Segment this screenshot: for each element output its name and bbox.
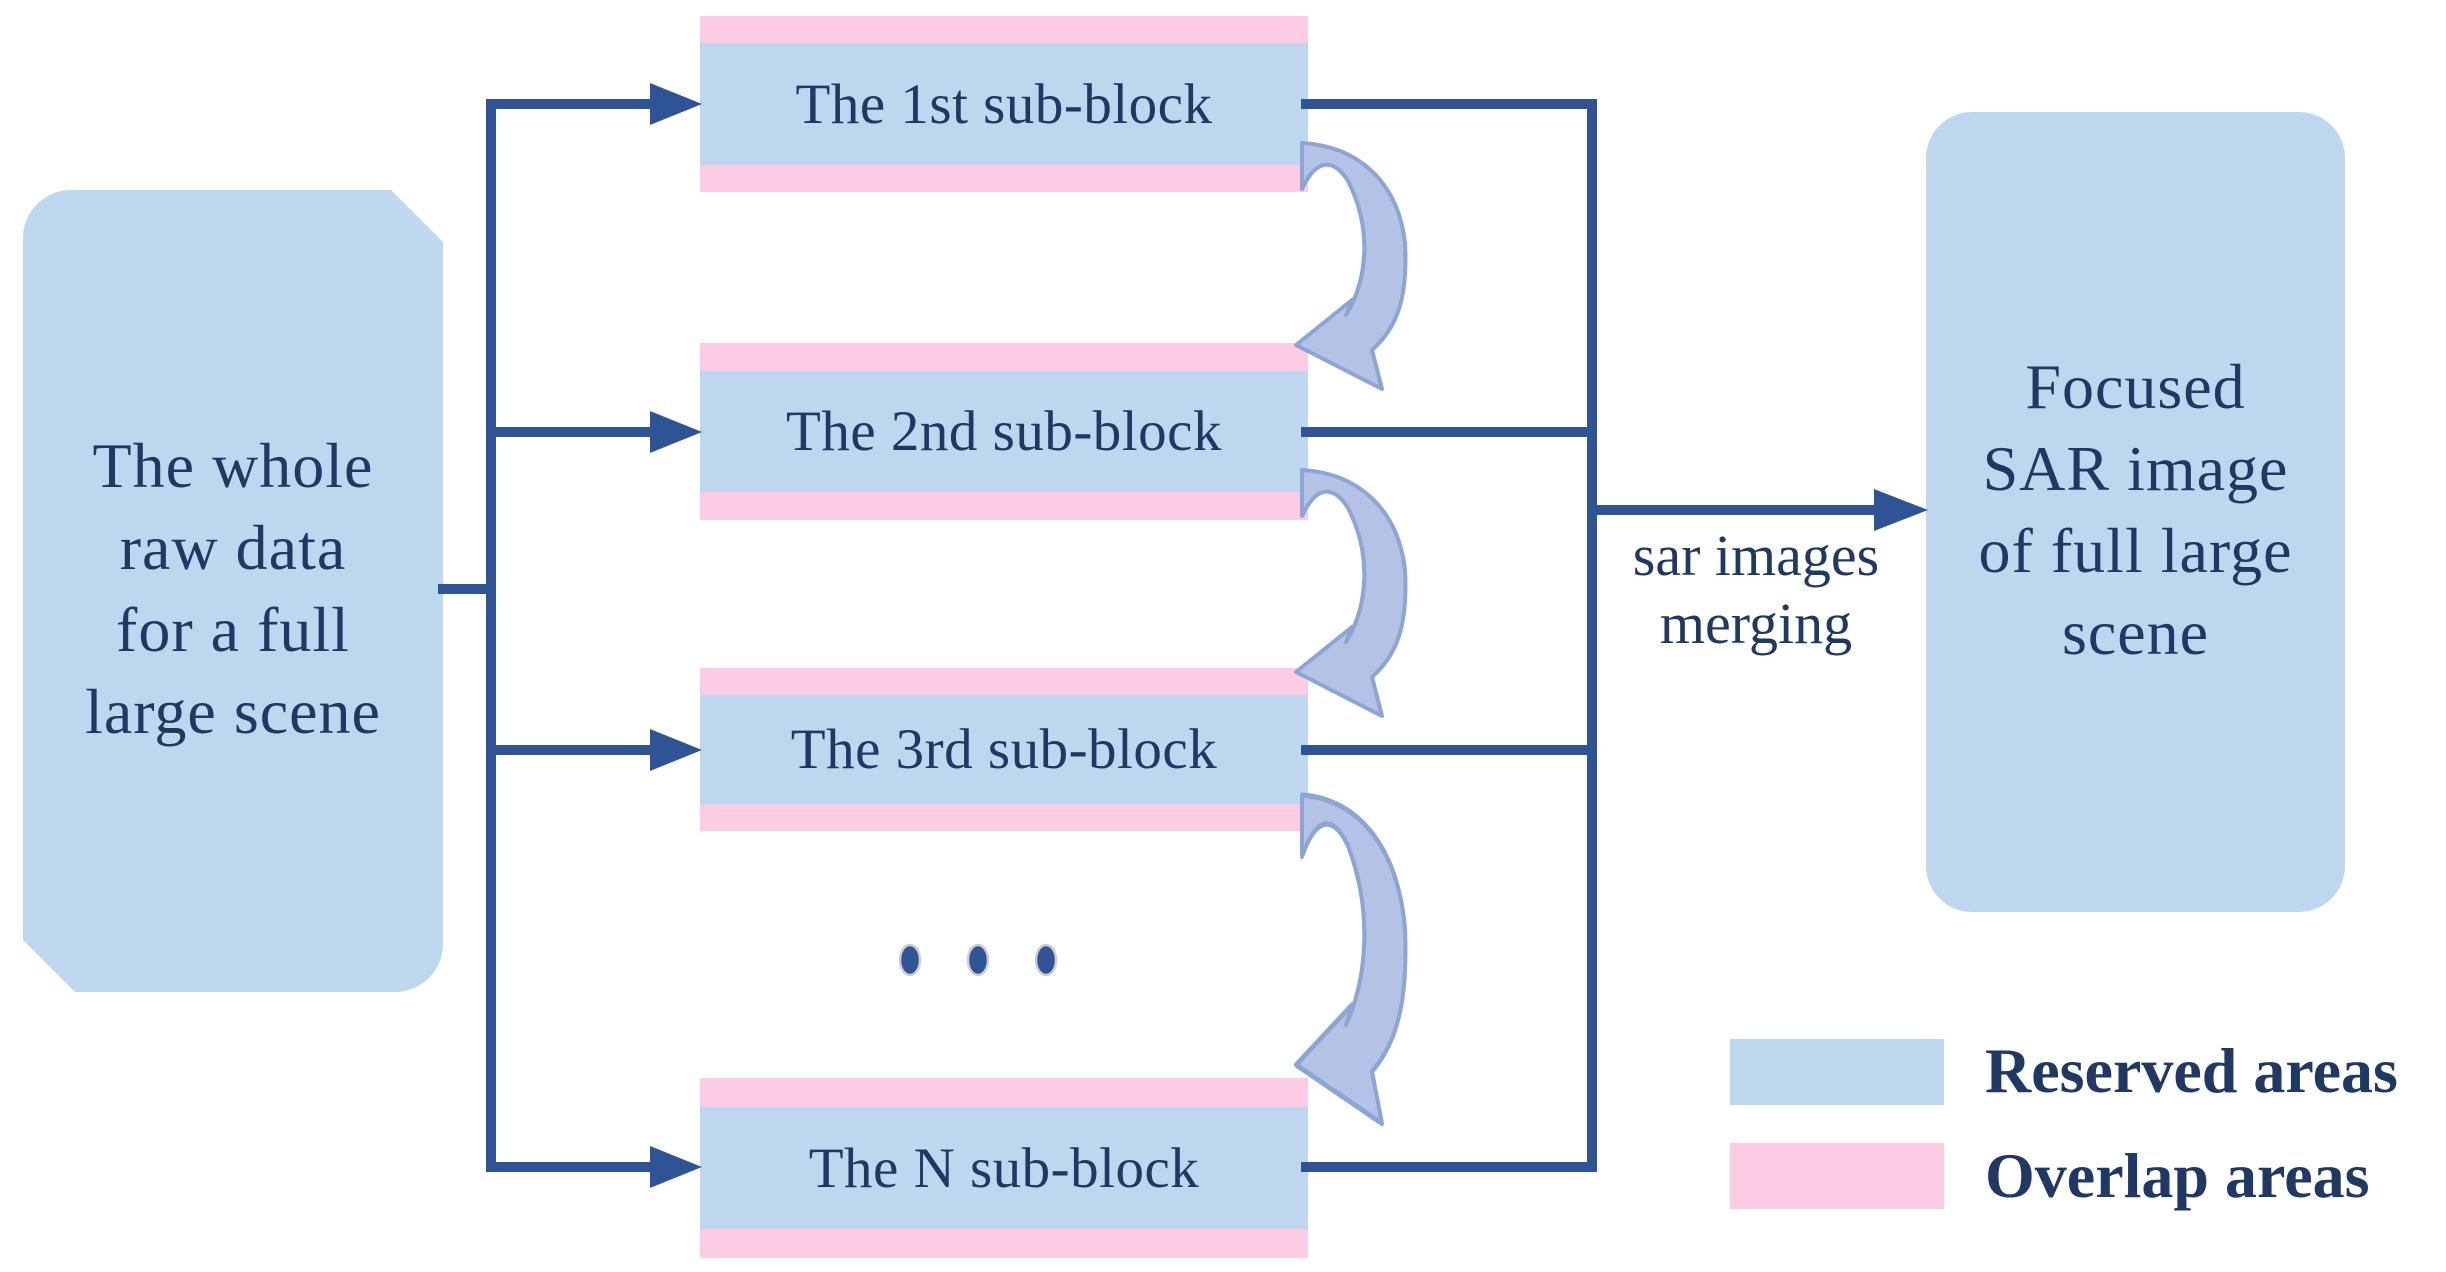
legend-swatch-reserved [1730, 1039, 1944, 1105]
curved-arrow-1 [1294, 141, 1408, 391]
ellipsis-dot [966, 943, 990, 977]
source-box-line: large scene [85, 676, 381, 747]
result-box: Focused SAR image of full large scene [1926, 112, 2345, 912]
branch-lines [438, 99, 660, 1172]
branch-arrowheads [650, 83, 702, 1188]
block-arrow-head [650, 83, 702, 125]
legend-swatch-overlap [1730, 1143, 1944, 1209]
sub-block-n: The N sub-block [700, 1078, 1308, 1258]
sub-block-label: The 1st sub-block [795, 72, 1213, 136]
reserved-area: The 1st sub-block [700, 43, 1308, 165]
sub-block-3: The 3rd sub-block [700, 668, 1308, 831]
overlap-strip-top [700, 343, 1308, 371]
sub-block-label: The 2nd sub-block [786, 400, 1222, 463]
source-box-line: The whole [92, 430, 374, 501]
block-arrow-head [650, 1146, 702, 1188]
sub-block-1: The 1st sub-block [700, 16, 1308, 192]
ellipsis-dot [898, 943, 922, 977]
source-box: The whole raw data for a full large scen… [23, 190, 443, 992]
sub-block-2: The 2nd sub-block [700, 343, 1308, 520]
legend-label-reserved: Reserved areas [1985, 1035, 2398, 1106]
reserved-area: The 2nd sub-block [700, 371, 1308, 492]
result-box-line: of full large [1978, 515, 2293, 586]
reserved-area: The N sub-block [700, 1107, 1308, 1229]
curved-arrow-3 [1294, 792, 1408, 1127]
overlap-strip-bottom [700, 492, 1308, 520]
result-box-text: Focused SAR image of full large scene [1926, 346, 2345, 674]
result-box-line: scene [2061, 597, 2210, 668]
merge-label: sar images merging [1586, 522, 1926, 658]
overlap-strip-bottom [700, 804, 1308, 831]
overlap-strip-top [700, 668, 1308, 695]
ellipsis-dots [898, 943, 1058, 977]
merge-label-line: merging [1659, 591, 1853, 656]
source-box-line: for a full [116, 594, 350, 665]
overlap-strip-bottom [700, 1229, 1308, 1258]
curved-arrow-2 [1294, 468, 1408, 718]
curved-arrows [1294, 141, 1408, 1127]
sub-block-label: The 3rd sub-block [790, 718, 1218, 781]
source-box-line: raw data [119, 512, 347, 583]
block-arrow-head [650, 729, 702, 771]
ellipsis-dot [1034, 943, 1058, 977]
block-arrow-head [650, 411, 702, 453]
sub-block-label: The N sub-block [808, 1136, 1200, 1200]
reserved-area: The 3rd sub-block [700, 695, 1308, 804]
legend-label-overlap: Overlap areas [1985, 1140, 2370, 1211]
result-box-line: Focused [2025, 351, 2246, 422]
overlap-strip-bottom [700, 165, 1308, 192]
overlap-strip-top [700, 16, 1308, 43]
result-box-line: SAR image [1982, 433, 2289, 504]
merge-label-line: sar images [1632, 523, 1880, 588]
source-box-text: The whole raw data for a full large scen… [23, 425, 443, 753]
overlap-strip-top [700, 1078, 1308, 1107]
